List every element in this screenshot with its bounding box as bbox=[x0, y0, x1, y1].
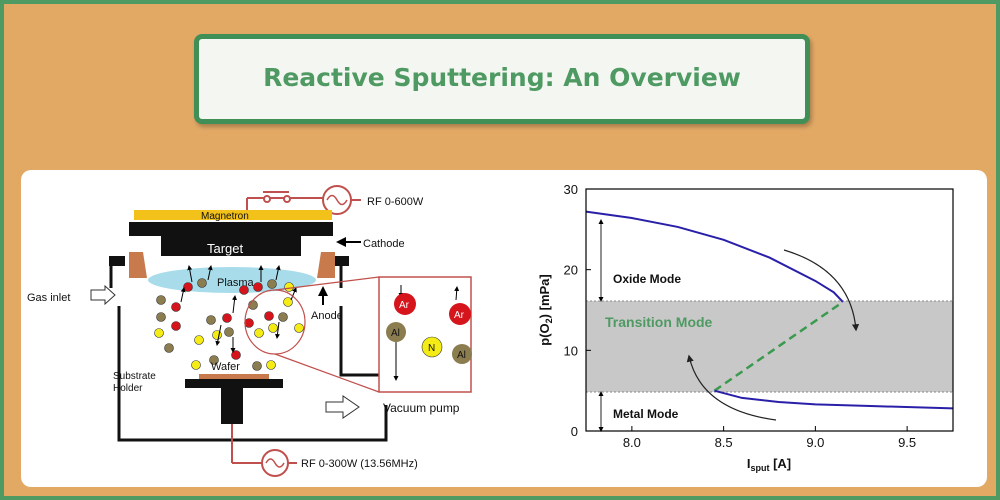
inset-n-atom bbox=[421, 336, 443, 358]
target-label: Target bbox=[207, 241, 244, 256]
rf-top-circuit bbox=[246, 185, 361, 215]
gas-inlet-label: Gas inlet bbox=[27, 292, 70, 304]
x-tick-label: 8.5 bbox=[715, 435, 733, 450]
target bbox=[129, 222, 333, 236]
pressure-current-chart: Oxide Mode Transition Mode Metal Mode 8.… bbox=[537, 182, 954, 473]
inset-ar-atom-1 bbox=[394, 293, 416, 315]
vacuum-pump-arrow-icon bbox=[325, 395, 360, 419]
rf-bottom-label: RF 0-300W (13.56MHz) bbox=[301, 458, 418, 470]
y-tick-label: 30 bbox=[564, 182, 578, 197]
anode-right bbox=[317, 252, 335, 278]
y-tick-label: 0 bbox=[571, 424, 578, 439]
wafer bbox=[199, 374, 269, 379]
plot-frame bbox=[585, 188, 954, 432]
series-line-2 bbox=[713, 300, 844, 392]
series-line-1 bbox=[585, 210, 844, 303]
inset-ar-atom-2 bbox=[449, 303, 471, 325]
rf-bottom-circuit bbox=[231, 424, 297, 477]
wafer-label: Wafer bbox=[211, 361, 240, 373]
inset-ar-label-1: Ar bbox=[399, 300, 410, 311]
substrate-holder bbox=[185, 379, 283, 388]
metal-mode-label: Metal Mode bbox=[613, 407, 679, 421]
x-tick-label: 8.0 bbox=[623, 435, 641, 450]
inset-al-atom-1 bbox=[386, 322, 406, 342]
cathode-label: Cathode bbox=[363, 238, 405, 250]
transition-band bbox=[586, 301, 953, 392]
vacuum-pump-label: Vacuum pump bbox=[383, 401, 460, 415]
x-tick-label: 9.5 bbox=[898, 435, 916, 450]
y-tick-label: 10 bbox=[564, 343, 578, 358]
metal-to-oxide-arrow bbox=[686, 354, 777, 421]
magnetron-label: Magnetron bbox=[201, 211, 249, 222]
anode-left bbox=[129, 252, 147, 278]
y-axis-label: p(O2) [mPa] bbox=[537, 274, 554, 345]
substrate-label-1: Substrate bbox=[113, 371, 156, 382]
sputter-diagram: RF 0-600W Magnetron Target Cathode bbox=[27, 185, 472, 477]
substrate-label-2: Holder bbox=[113, 383, 143, 394]
series-line-3 bbox=[714, 389, 954, 410]
y-tick-label: 20 bbox=[564, 263, 578, 278]
page-title: Reactive Sputtering: An Overview bbox=[263, 63, 741, 92]
rf-top-label: RF 0-600W bbox=[367, 196, 424, 208]
particle-arrows bbox=[180, 265, 297, 353]
inset-ar-label-2: Ar bbox=[454, 310, 465, 321]
oxide-to-metal-arrow bbox=[783, 249, 860, 332]
particles bbox=[154, 278, 304, 371]
inset-n-label: N bbox=[428, 343, 435, 354]
x-axis-label: Isput [A] bbox=[747, 456, 791, 473]
inset-al-atom-2 bbox=[452, 344, 472, 364]
gas-inlet-arrow-icon bbox=[90, 284, 116, 306]
anode-label: Anode bbox=[311, 310, 343, 322]
inset-al-label-2: Al bbox=[457, 350, 466, 361]
transition-mode-label: Transition Mode bbox=[605, 314, 713, 330]
oxide-mode-label: Oxide Mode bbox=[613, 272, 681, 286]
magnetron bbox=[134, 210, 332, 220]
inset-al-label-1: Al bbox=[391, 328, 400, 339]
title-banner: Reactive Sputtering: An Overview bbox=[194, 34, 810, 124]
content-panel: RF 0-600W Magnetron Target Cathode bbox=[21, 170, 987, 487]
x-tick-label: 9.0 bbox=[806, 435, 824, 450]
